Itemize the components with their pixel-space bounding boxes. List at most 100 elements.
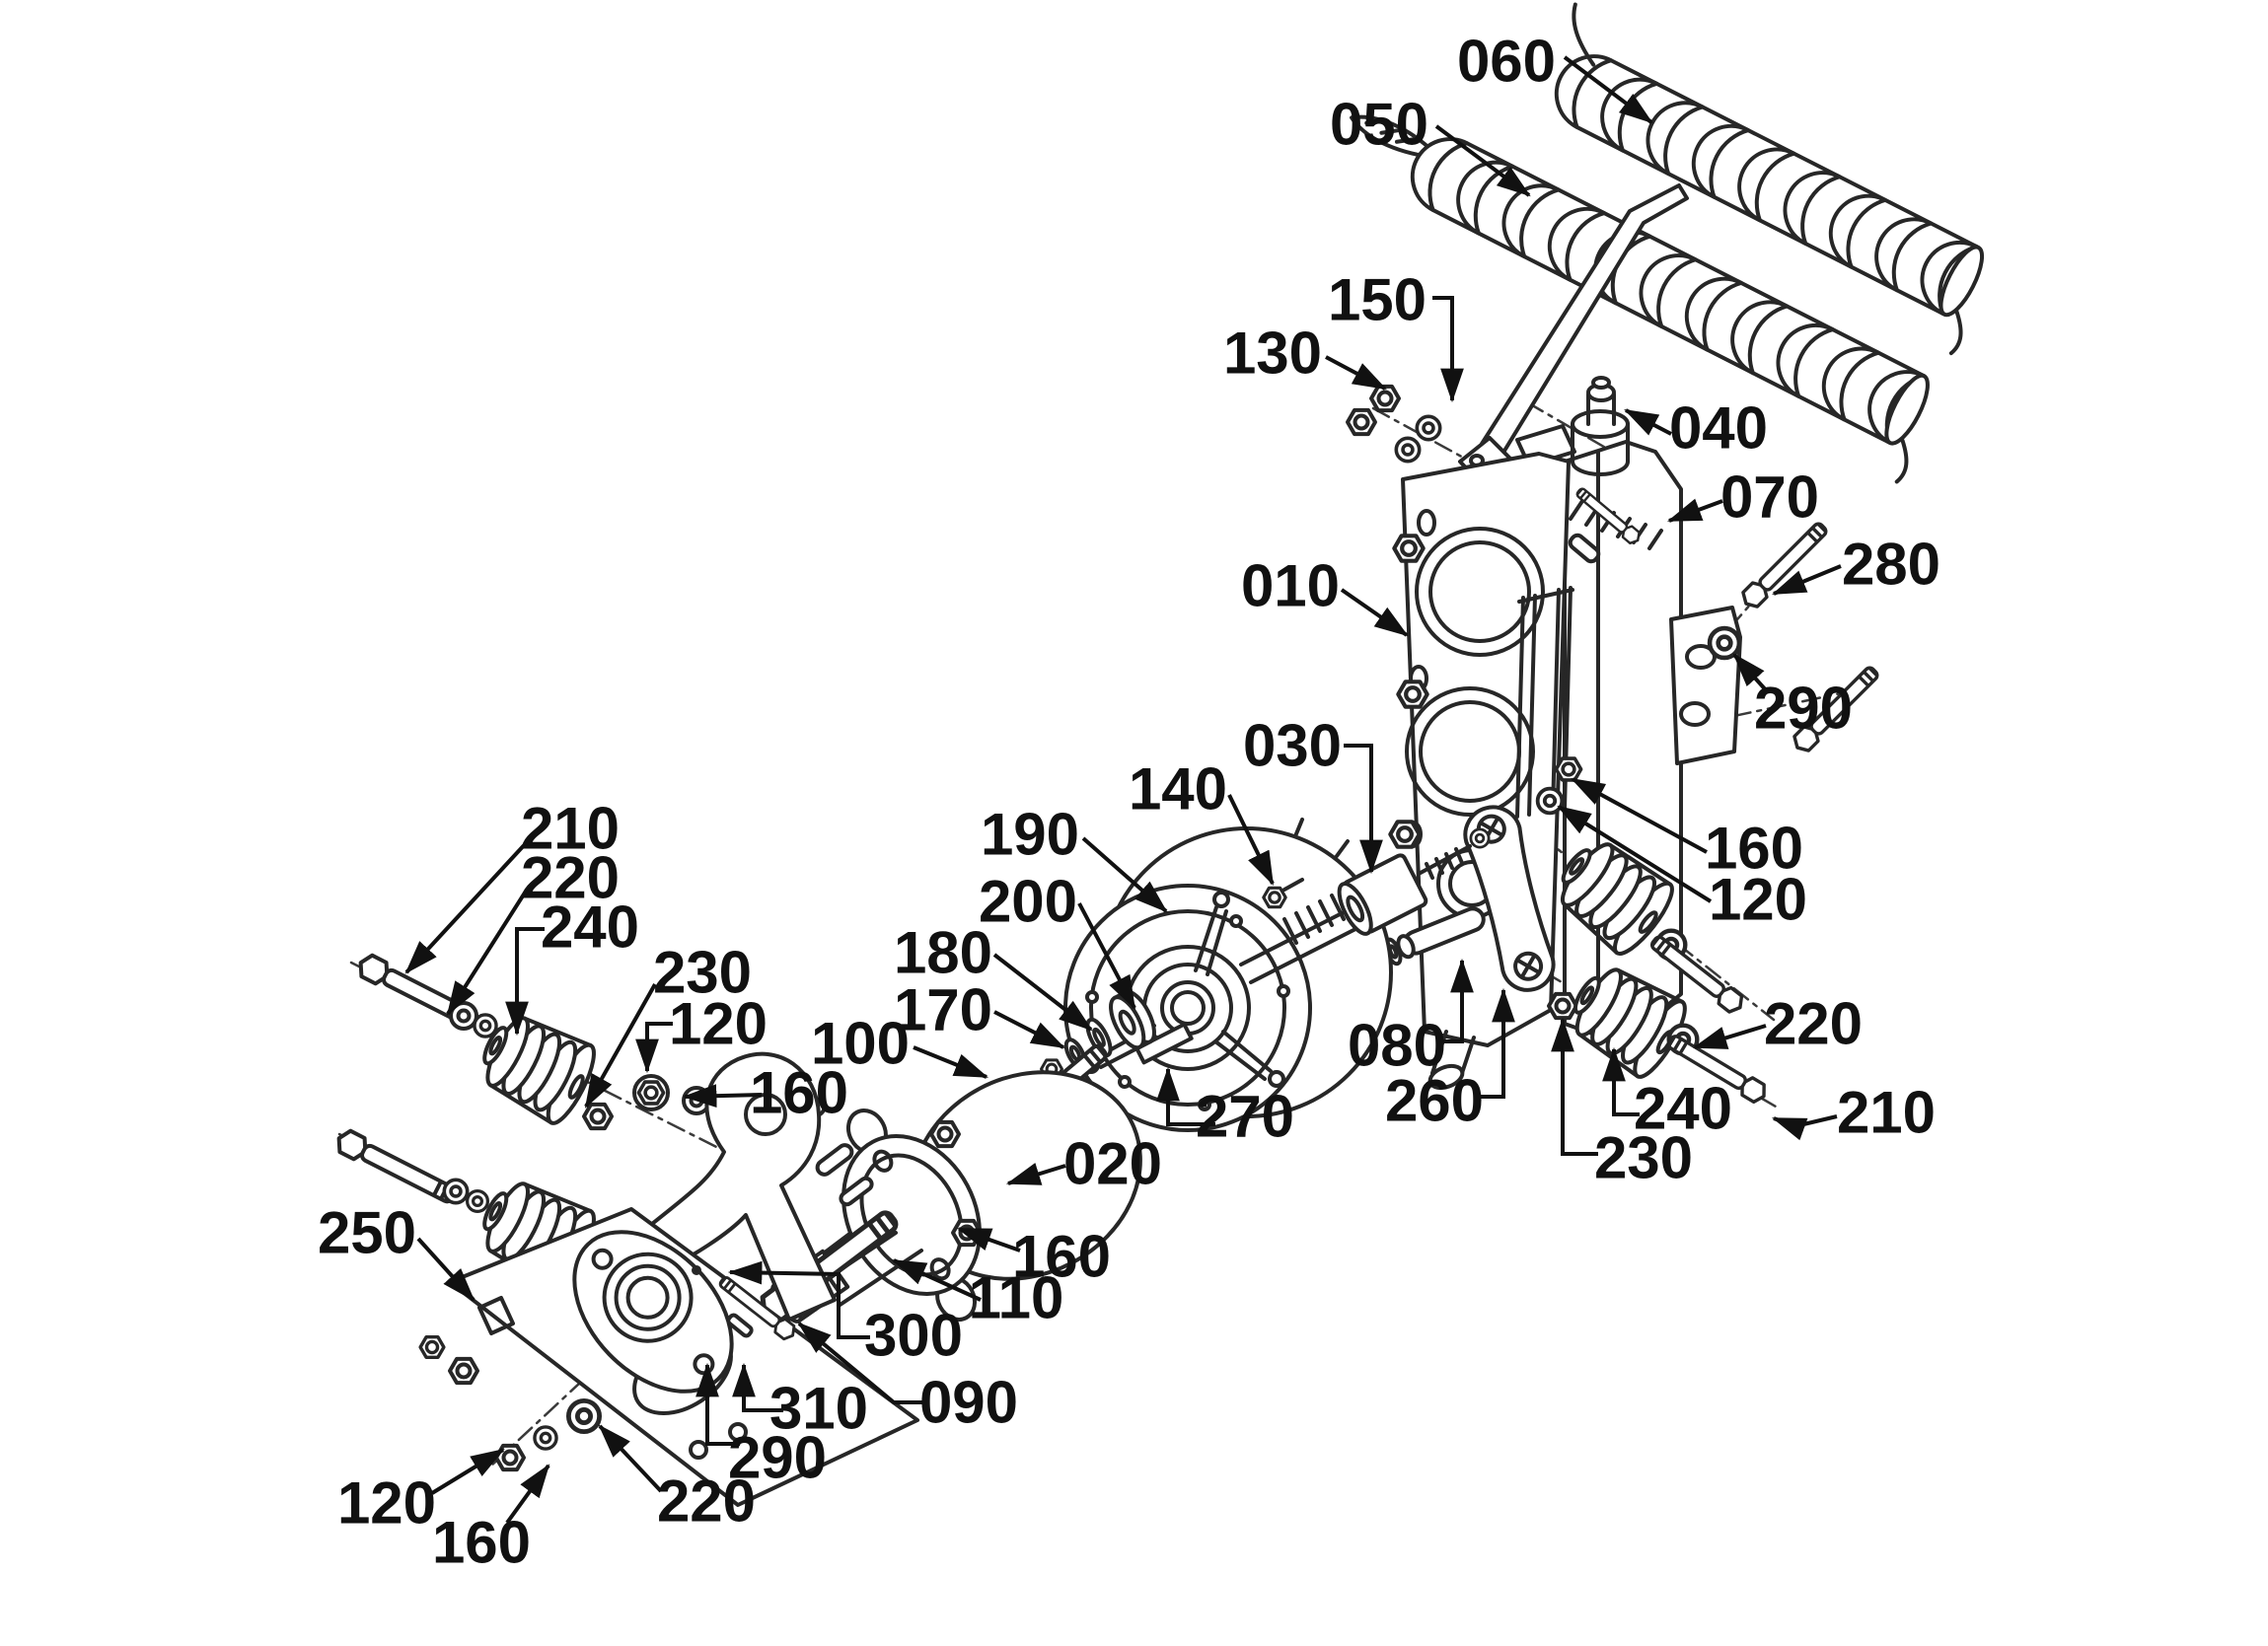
part-number-text: 070 — [1720, 465, 1819, 531]
part-number-text: 160 — [1705, 816, 1803, 882]
part-label-100-17: 100 — [811, 1011, 989, 1079]
part-number-text: 160 — [1012, 1224, 1111, 1290]
part-number-text: 080 — [1348, 1013, 1446, 1079]
leader-line — [1227, 794, 1275, 886]
part-number-text: 160 — [432, 1510, 531, 1576]
part-label-270-27: 270 — [1156, 1066, 1294, 1150]
part-number-text: 240 — [541, 895, 639, 961]
part-label-290-37: 290 — [695, 1362, 827, 1491]
part-label-250-41: 250 — [318, 1200, 476, 1302]
part-label-160-32: 160 — [956, 1224, 1111, 1290]
leader-line — [1081, 836, 1168, 913]
part-number-text: 220 — [657, 1468, 756, 1535]
part-number-text: 150 — [1328, 267, 1427, 333]
part-label-160-12: 160 — [1571, 777, 1803, 882]
leader-line — [1557, 805, 1713, 903]
leader-line — [892, 1258, 982, 1302]
leader-line — [505, 927, 545, 1037]
leader-line — [1732, 653, 1770, 694]
part-label-220-19: 220 — [446, 845, 620, 1016]
leader-line — [1624, 408, 1672, 436]
part-label-140-10: 140 — [1129, 756, 1275, 886]
part-number-text: 300 — [864, 1303, 963, 1369]
leader-line — [682, 1084, 763, 1109]
leader-line — [1325, 355, 1387, 391]
part-label-220-38: 220 — [598, 1424, 756, 1535]
part-number-text: 230 — [1594, 1125, 1693, 1191]
part-label-030-9: 030 — [1243, 713, 1383, 875]
part-label-060-0: 060 — [1457, 29, 1653, 124]
part-number-text: 040 — [1669, 395, 1768, 462]
leader-line — [505, 1464, 550, 1525]
part-number-text: 130 — [1223, 321, 1322, 387]
part-number-text: 120 — [1709, 867, 1807, 933]
part-label-240-20: 240 — [505, 895, 639, 1037]
part-number-text: 110 — [969, 1265, 1064, 1331]
part-label-020-26: 020 — [1005, 1131, 1162, 1197]
part-label-120-22: 120 — [635, 991, 768, 1074]
leader-line — [430, 1448, 505, 1495]
part-label-080-24: 080 — [1348, 958, 1474, 1079]
part-number-text: 170 — [894, 977, 992, 1043]
leader-line — [1156, 1066, 1215, 1126]
leader-line — [1077, 902, 1136, 1010]
part-label-210-18: 210 — [404, 796, 620, 974]
part-number-text: 250 — [318, 1200, 416, 1266]
part-number-text: 180 — [894, 920, 992, 986]
part-label-120-14: 120 — [1557, 805, 1807, 933]
part-label-120-40: 120 — [337, 1448, 505, 1537]
part-number-text: 260 — [1385, 1068, 1484, 1134]
leader-line — [1340, 588, 1409, 637]
leader-line — [1571, 777, 1708, 854]
leader-line — [992, 953, 1093, 1032]
part-number-text: 010 — [1241, 553, 1340, 619]
part-label-130-3: 130 — [1223, 321, 1387, 391]
part-number-text: 060 — [1457, 29, 1556, 95]
part-number-text: 280 — [1842, 532, 1940, 598]
spiral-wrap-060 — [1541, 2, 1985, 356]
leader-line — [1434, 124, 1531, 197]
part-number-text: 270 — [1196, 1084, 1294, 1150]
left-mount-hardware — [331, 950, 711, 1297]
part-label-070-5: 070 — [1666, 465, 1819, 531]
leader-line — [1005, 1163, 1066, 1185]
leader-line — [584, 983, 657, 1109]
leader-line — [1551, 1017, 1598, 1156]
part-number-text: 140 — [1129, 756, 1227, 823]
part-number-text: 100 — [811, 1011, 910, 1077]
part-number-text: 020 — [1063, 1131, 1162, 1197]
clutch-shaft-coupler-030-140 — [1239, 827, 1491, 984]
part-label-260-25: 260 — [1385, 987, 1515, 1134]
housing-mount-bolts-070-280-290 — [1568, 484, 1883, 756]
part-label-090-35: 090 — [797, 1322, 1018, 1436]
leader-line — [598, 1424, 663, 1493]
part-number-text: 030 — [1243, 713, 1342, 779]
part-number-text: 120 — [669, 991, 768, 1057]
part-label-110-33: 110 — [892, 1258, 1064, 1331]
leader-line — [1344, 744, 1383, 875]
leader-line — [1432, 296, 1464, 403]
part-label-160-23: 160 — [682, 1060, 848, 1126]
part-number-text: 210 — [521, 796, 620, 862]
part-number-text: 120 — [337, 1470, 436, 1537]
leader-line — [446, 888, 529, 1016]
part-label-230-21: 230 — [584, 940, 752, 1109]
part-label-050-1: 050 — [1330, 92, 1531, 197]
leader-line — [1692, 1024, 1767, 1049]
part-label-280-6: 280 — [1772, 532, 1940, 598]
leader-line — [993, 1010, 1065, 1049]
leader-line — [416, 1237, 476, 1302]
part-number-text: 240 — [1634, 1076, 1732, 1142]
leader-line — [1771, 1114, 1838, 1141]
part-label-180-15: 180 — [894, 920, 1093, 1032]
part-label-220-30: 220 — [1692, 991, 1863, 1057]
part-number-text: 210 — [1837, 1080, 1936, 1146]
leader-line — [1563, 55, 1653, 124]
part-label-240-28: 240 — [1602, 1046, 1732, 1142]
part-number-text: 220 — [1764, 991, 1863, 1057]
part-label-200-13: 200 — [979, 869, 1136, 1010]
part-number-text: 310 — [769, 1376, 868, 1442]
